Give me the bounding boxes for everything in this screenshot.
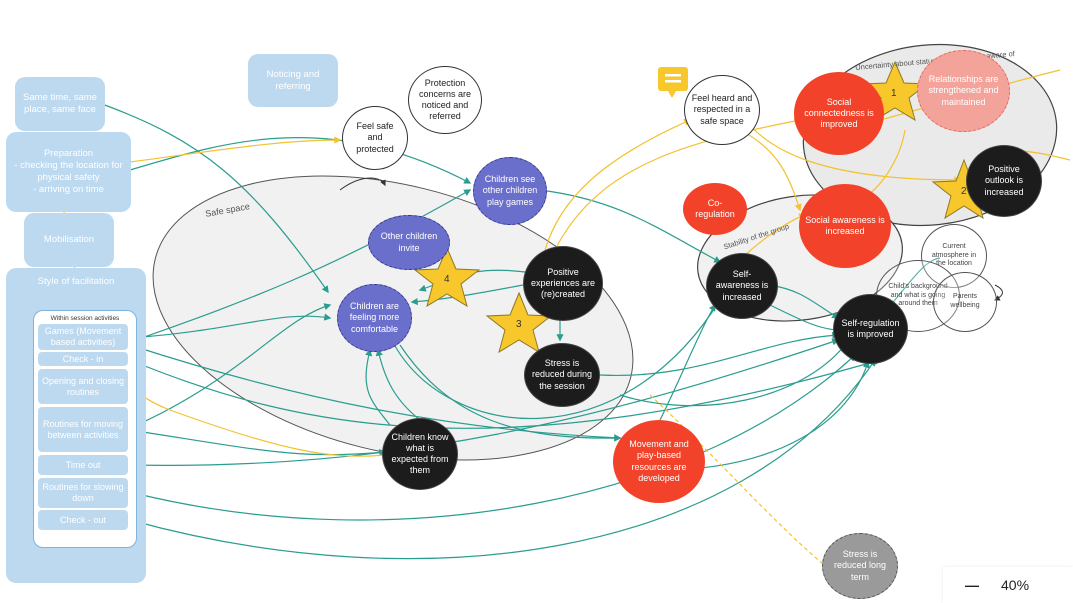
node-co-regulation[interactable]: Co-regulation [683,183,747,235]
node-protection-concerns[interactable]: Protection concerns are noticed and refe… [408,66,482,134]
activity-slowing-down[interactable]: Routines for slowing down [38,478,128,508]
node-stress-reduced-session[interactable]: Stress is reduced during the session [524,343,600,407]
node-positive-outlook[interactable]: Positive outlook is increased [966,145,1042,217]
node-parents-wellbeing[interactable]: Parents wellbeing [933,272,997,332]
activity-check-out[interactable]: Check - out [38,510,128,530]
zoom-out-button[interactable]: — [965,577,979,593]
noticing-referring-box[interactable]: Noticing and referring [248,54,338,107]
zoom-control: — 40% [943,567,1073,603]
activity-games[interactable]: Games (Movement based activities) [38,324,128,350]
node-stress-reduced-long-term[interactable]: Stress is reduced long term [822,533,898,599]
activity-check-in[interactable]: Check - in [38,352,128,366]
style-of-facilitation-label: Style of facilitation [37,276,115,287]
within-session-header: Within session activities [50,315,120,322]
star-3-label: 3 [516,319,522,330]
node-children-know[interactable]: Children know what is expected from them [382,418,458,490]
preparation-box[interactable]: Preparation - checking the location for … [6,132,131,212]
comment-icon [658,67,688,98]
activity-time-out[interactable]: Time out [38,455,128,475]
node-movement-resources[interactable]: Movement and play-based resources are de… [613,420,705,503]
star-4 [413,246,481,308]
activity-moving-between[interactable]: Routines for moving between activities [38,407,128,452]
zoom-level: 40% [1001,577,1030,593]
node-feel-safe[interactable]: Feel safe and protected [342,106,408,170]
activity-opening-closing[interactable]: Opening and closing routines [38,369,128,404]
node-feeling-comfortable[interactable]: Children are feeling more comfortable [337,284,412,352]
same-time-box[interactable]: Same time, same place, same face [15,77,105,131]
mobilisation-box[interactable]: Mobilisation [24,213,114,267]
star-4-label: 4 [444,274,450,285]
star-2-label: 2 [961,186,967,197]
star-1-label: 1 [891,88,897,99]
node-positive-experiences[interactable]: Positive experiences are (re)created [523,246,603,321]
node-feel-heard[interactable]: Feel heard and respected in a safe space [684,75,760,145]
node-children-see[interactable]: Children see other children play games [473,157,547,225]
node-self-awareness[interactable]: Self-awareness is increased [706,253,778,319]
node-other-children-invite[interactable]: Other children invite [368,215,450,270]
node-relationships[interactable]: Relationships are strengthened and maint… [917,50,1010,132]
node-self-regulation[interactable]: Self-regulation is improved [833,294,908,364]
node-social-awareness[interactable]: Social awareness is increased [799,184,891,268]
node-social-connectedness[interactable]: Social connectedness is improved [794,72,884,155]
